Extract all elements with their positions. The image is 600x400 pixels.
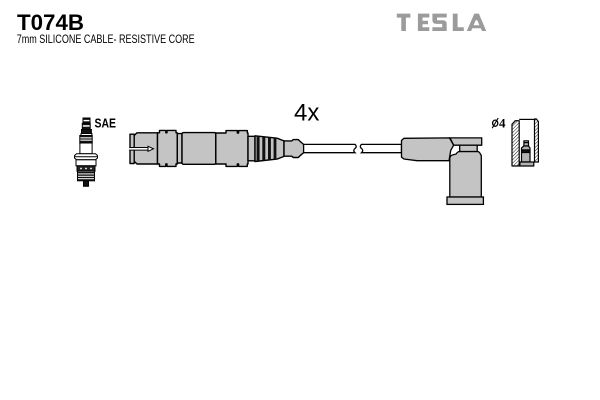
svg-text:SAE: SAE (95, 116, 117, 131)
svg-text:T074B: T074B (17, 10, 84, 35)
svg-text:7mm SILICONE CABLE- RESISTIVE: 7mm SILICONE CABLE- RESISTIVE CORE (17, 32, 195, 46)
svg-text:4: 4 (499, 116, 506, 131)
svg-text:4x: 4x (294, 100, 319, 127)
